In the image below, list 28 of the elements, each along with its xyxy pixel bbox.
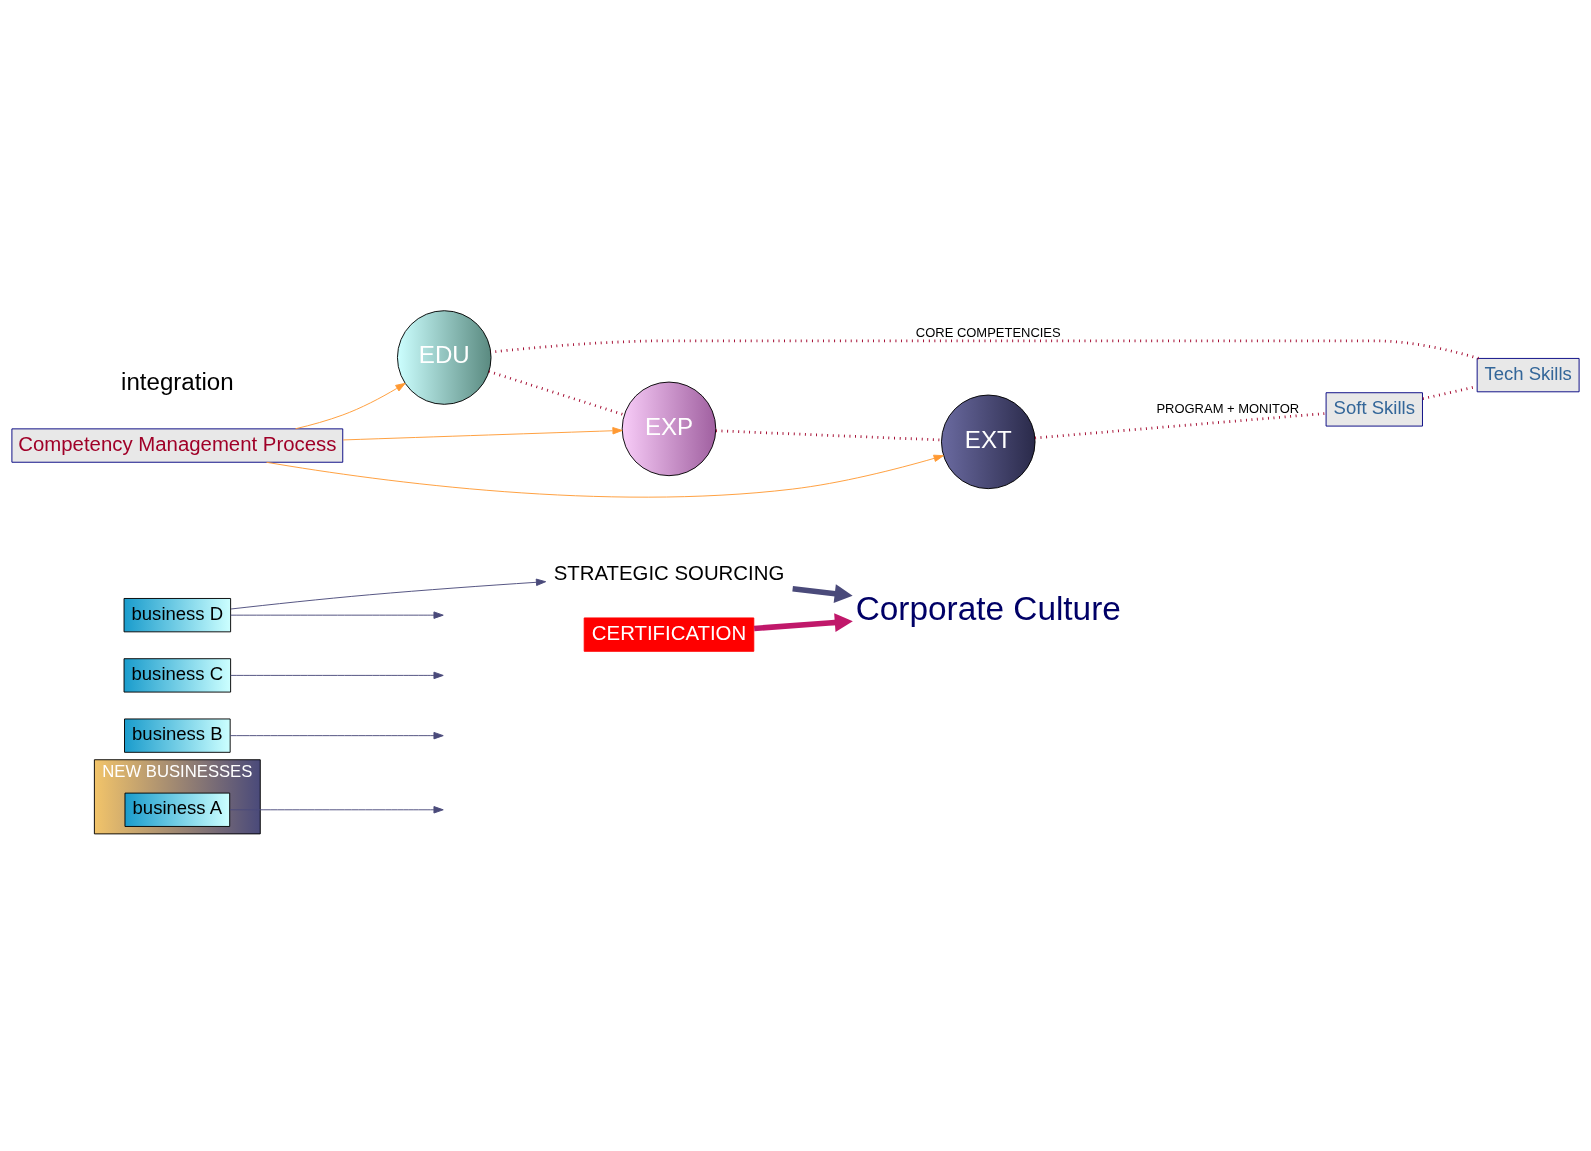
connector — [1035, 411, 1326, 439]
node-box: CERTIFICATION — [583, 616, 755, 652]
label: integration — [121, 367, 234, 395]
node-box: Soft Skills — [1325, 391, 1423, 427]
node-box: business B — [124, 718, 231, 753]
arrow — [230, 578, 547, 609]
connector — [488, 369, 625, 416]
arrow — [230, 671, 444, 679]
edge-label: PROGRAM + MONITOR — [1156, 400, 1300, 416]
node-text: Corporate Culture — [855, 589, 1121, 627]
node-box: business D — [123, 597, 232, 632]
edge-label: CORE COMPETENCIES — [915, 324, 1061, 340]
arrow — [295, 382, 406, 429]
node-box: Tech Skills — [1476, 357, 1580, 392]
arrow — [792, 583, 853, 603]
arrow — [230, 610, 444, 619]
arrow — [229, 731, 444, 739]
node-circle: EXP — [621, 381, 717, 476]
node-box: Competency Management Process — [11, 427, 344, 463]
arrow — [266, 454, 944, 498]
node-box: business C — [123, 657, 232, 693]
arrow — [229, 805, 444, 813]
node-box: business A — [124, 792, 231, 827]
arrow — [753, 612, 853, 632]
node-circle: EXT — [941, 394, 1036, 489]
arrow — [342, 426, 623, 440]
node-text: STRATEGIC SOURCING — [553, 561, 785, 584]
connector — [716, 428, 942, 441]
